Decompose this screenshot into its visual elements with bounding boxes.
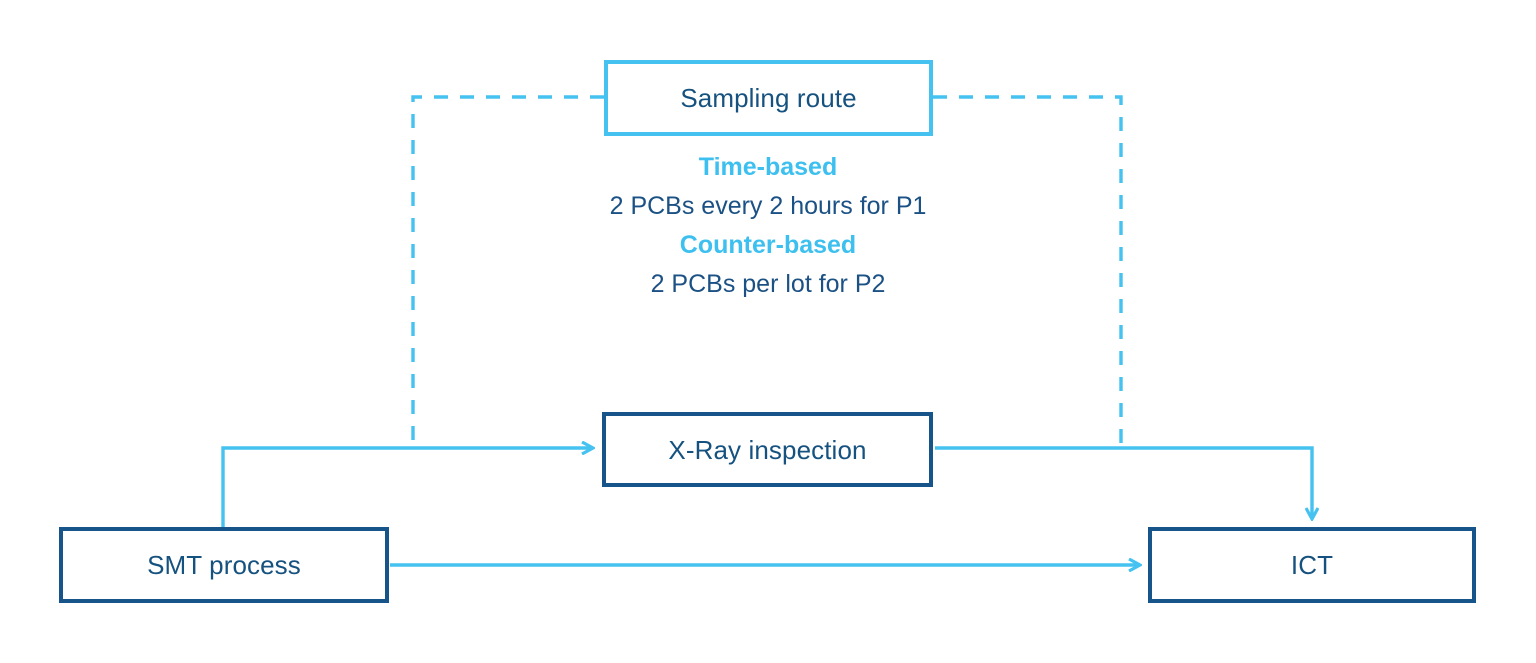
node-smt-process[interactable]: SMT process [59,527,389,603]
connector-xray-to-ict [935,446,1312,518]
detail-time-based-rule: 2 PCBs every 2 hours for P1 [609,192,927,220]
node-sampling-route-label: Sampling route [680,83,857,113]
connector-sampling-scope-left [411,95,604,448]
node-smt-process-label: SMT process [147,550,301,580]
sampling-route-details: Time-based 2 PCBs every 2 hours for P1 C… [520,148,1016,304]
node-x-ray-inspection[interactable]: X-Ray inspection [602,412,933,487]
connector-smt-to-xray [221,448,592,527]
node-ict-label: ICT [1290,550,1334,580]
detail-counter-based-heading: Counter-based [679,231,857,259]
detail-counter-based-rule: 2 PCBs per lot for P2 [650,270,886,298]
node-ict[interactable]: ICT [1148,527,1476,603]
detail-time-based-heading: Time-based [698,153,838,181]
node-x-ray-inspection-label: X-Ray inspection [668,434,867,465]
connector-sampling-scope-right [933,95,1123,448]
node-sampling-route[interactable]: Sampling route [604,60,933,136]
